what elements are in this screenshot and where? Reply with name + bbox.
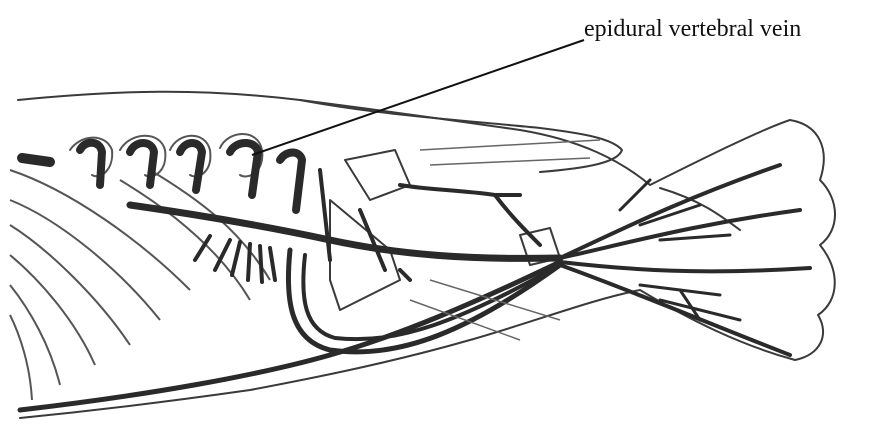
segmental-vein xyxy=(260,246,262,282)
hypural-plate xyxy=(345,150,410,200)
segmental-vein xyxy=(215,240,230,270)
vertebrae xyxy=(22,134,302,210)
segmental-vein xyxy=(270,248,275,280)
segmental-vein xyxy=(400,270,410,280)
label-leader-line xyxy=(252,40,584,155)
epidural-vertebral-vein-label: epidural vertebral vein xyxy=(584,14,801,44)
rib-arc xyxy=(10,200,160,320)
hypural-plate xyxy=(330,200,400,310)
segmental-vein xyxy=(248,244,250,280)
rib-arc xyxy=(10,285,60,385)
segmental-vein xyxy=(232,242,240,275)
epidural-vein-segment xyxy=(180,143,202,190)
epidural-vein-segment xyxy=(280,153,302,211)
caudal-vessels xyxy=(20,165,810,410)
fin-vein xyxy=(560,210,800,258)
segmental-vein xyxy=(320,170,330,260)
fin-vein xyxy=(560,165,780,258)
rib-arc xyxy=(10,225,130,345)
epidural-vein-segment xyxy=(22,158,50,162)
fin-vein-branch xyxy=(660,235,730,240)
rib-arc xyxy=(10,315,32,400)
fin-ray xyxy=(420,140,600,150)
epidural-vein-segment xyxy=(130,143,154,185)
epidural-vein-segment xyxy=(230,143,258,195)
fin-vein xyxy=(560,262,810,271)
fin-vein-branch xyxy=(620,180,650,210)
epidural-vein-segment xyxy=(80,143,102,185)
fin-ray xyxy=(430,158,590,165)
fin-vein xyxy=(560,265,790,355)
fin-rays xyxy=(410,140,600,340)
